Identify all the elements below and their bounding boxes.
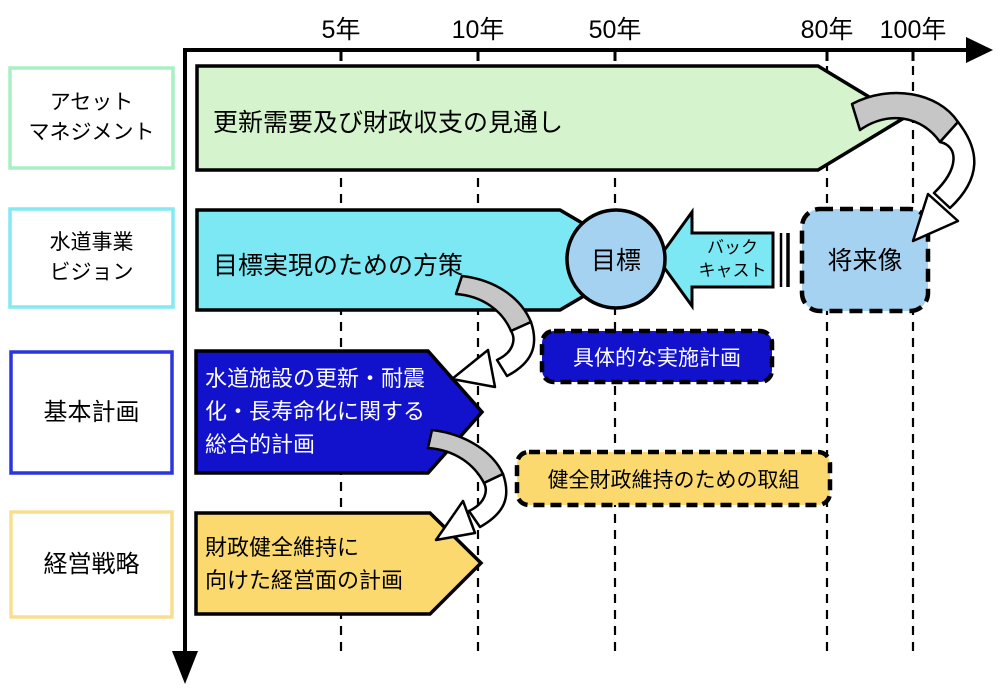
backcast-arrow-label: バック キャスト [692,225,773,293]
row-label-vision: 水道事業 ビジョン [10,209,173,307]
row-label-basic-plan: 基本計画 [43,398,140,426]
facility-plan-line3: 総合的計画 [205,432,316,457]
swoosh-arrow-green-to-future [850,91,976,243]
finance-plan-arrow-label: 財政健全維持に 向けた経営面の計画 [205,531,403,597]
row-label-management-strategy: 経営戦略 [43,550,140,578]
goal-circle-label: 目標 [590,247,641,275]
finance-plan-line1: 財政健全維持に [205,535,360,560]
year-label-5: 5年 [321,16,361,44]
year-label-50: 50年 [588,16,642,44]
backcast-label-line1: バック [707,238,758,257]
row-label-asset-line2: マネジメント [28,121,155,144]
finance-plan-arrow-shape [194,511,484,616]
sound-finance-box-shape [514,449,833,508]
year-label-10: 10年 [451,16,505,44]
swoosh-arrow-vision-to-plan [450,274,536,389]
measures-arrow-label: 目標実現のための方策 [213,252,464,280]
basic-plan-labelbox [9,350,174,475]
backcast-arrow-shape [656,207,775,311]
year-label-80: 80年 [800,16,854,44]
future-vision-box-label: 将来像 [827,247,903,275]
row-label-vision-line1: 水道事業 [49,231,134,254]
outlook-arrow-label: 更新需要及び財政収支の見通し [213,109,564,137]
swoosh3-white-band [467,472,508,529]
swoosh3-arrowhead-icon [434,499,477,542]
swoosh2-arrowhead-icon [450,348,497,389]
row-label-asset-management: アセット マネジメント [10,68,173,168]
swoosh1-arrowhead-icon [911,192,960,243]
swoosh1-white-band [932,120,976,210]
sound-finance-box-label: 健全財政維持のための取組 [547,468,800,492]
facility-plan-line1: 水道施設の更新・耐震 [205,366,426,391]
outlook-arrow-shape [195,64,908,172]
vision-labelbox [8,207,175,309]
future-vision-box-shape [799,206,931,314]
facility-plan-arrow-label: 水道施設の更新・耐震 化・長寿命化に関する 総合的計画 [205,362,425,461]
swoosh-arrow-plan-to-strategy [426,428,508,542]
implementation-plan-box-shape [539,328,775,385]
swoosh2-white-band [495,320,536,378]
row-label-asset-line1: アセット [49,91,134,114]
goal-circle-shape [565,208,667,310]
facility-plan-line2: 化・長寿命化に関する [205,399,426,424]
implementation-plan-box-label: 具体的な実施計画 [573,346,741,370]
year-label-100: 100年 [879,16,947,44]
row-label-vision-line2: ビジョン [49,261,134,284]
management-strategy-labelbox [9,510,174,619]
finance-plan-line2: 向けた経営面の計画 [205,568,404,593]
backcast-label-line2: キャスト [698,261,767,280]
hierarchy-axis-arrowhead-icon [172,651,198,684]
asset-management-labelbox [8,66,175,170]
time-axis-arrowhead-icon [966,37,993,63]
axis-ticks [339,50,915,61]
